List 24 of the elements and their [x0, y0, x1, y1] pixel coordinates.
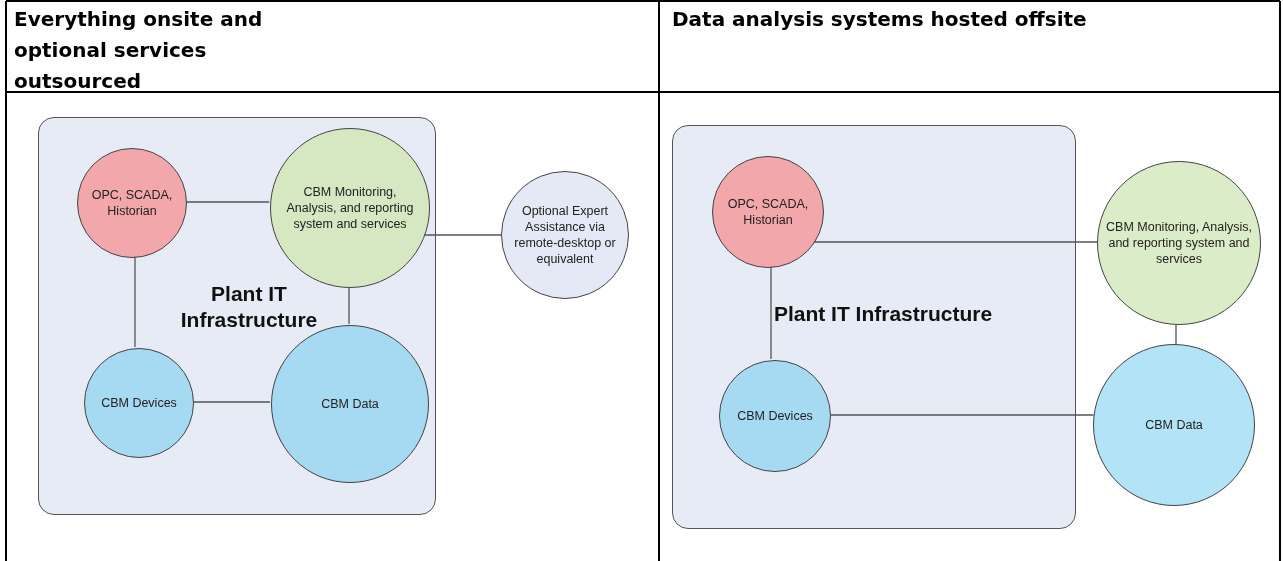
- connector-line: [134, 256, 136, 348]
- column-heading: Everything onsite and optional services outsourced: [14, 6, 264, 95]
- connector-line: [829, 414, 1095, 416]
- node-label: CBM Data: [321, 396, 379, 412]
- connector-line: [348, 286, 350, 325]
- infrastructure-box: [672, 125, 1076, 529]
- column-heading: Data analysis systems hosted offsite: [672, 6, 1088, 33]
- connector-line: [813, 241, 1098, 243]
- box-title: Plant IT Infrastructure: [773, 301, 993, 327]
- connector-line: [185, 201, 270, 203]
- connector-line: [1175, 324, 1177, 345]
- node-label: Optional Expert Assistance via remote-desktop or equivalent: [513, 203, 617, 267]
- connector-line: [192, 401, 271, 403]
- node-label: CBM Monitoring, Analysis, and reporting system and services: [1106, 219, 1252, 267]
- node-label: OPC, SCADA, Historian: [90, 187, 174, 219]
- infrastructure-box: [38, 117, 436, 515]
- box-title: Plant IT Infrastructure: [179, 281, 319, 333]
- node-label: CBM Devices: [101, 395, 177, 411]
- node-label: CBM Monitoring, Analysis, and reporting system and services: [285, 184, 415, 232]
- connector-line: [770, 266, 772, 360]
- node-label: CBM Data: [1145, 417, 1203, 433]
- node-label: OPC, SCADA, Historian: [726, 196, 810, 228]
- connector-line: [423, 234, 502, 236]
- node-label: CBM Devices: [737, 408, 813, 424]
